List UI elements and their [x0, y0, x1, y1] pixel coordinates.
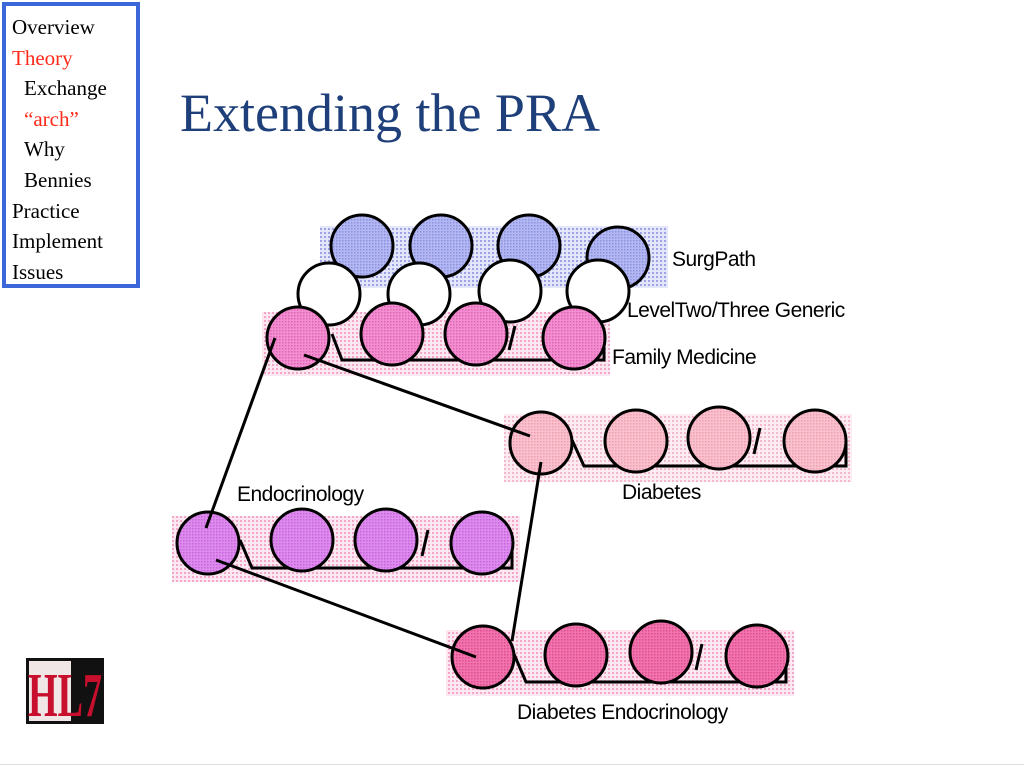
family-medicine-node [541, 305, 607, 371]
family-medicine-node [443, 301, 509, 367]
label-endocrinology: Endocrinology [237, 483, 365, 506]
label-diabetes-endocrinology: Diabetes Endocrinology [517, 701, 729, 724]
nav-item-exchange[interactable]: Exchange [24, 76, 107, 101]
bottom-divider [0, 764, 1024, 765]
nav-item-bennies[interactable]: Bennies [24, 167, 92, 192]
hl7-logo-text: HL7 [28, 662, 102, 724]
endocrinology-node [353, 507, 419, 573]
diabetes-endocrinology-tick [694, 643, 704, 671]
endocrinology-node [175, 510, 241, 576]
hl7-logo: HL7 [26, 658, 104, 724]
family-medicine-node [359, 301, 425, 367]
diabetes-node [508, 410, 574, 476]
diabetes-endocrinology-node [628, 619, 694, 685]
nav-item-issues[interactable]: Issues [12, 259, 64, 284]
diabetes-endocrinology-node [724, 623, 790, 689]
nav-item-arch[interactable]: “arch” [24, 106, 79, 131]
nav-item-theory[interactable]: Theory [12, 45, 73, 70]
label-diabetes: Diabetes [622, 481, 701, 504]
label-leveltwo: LevelTwo/Three Generic [627, 299, 845, 322]
diabetes-tick [752, 427, 762, 455]
diabetes-node [686, 405, 752, 471]
nav-item-why[interactable]: Why [24, 137, 65, 162]
nav-item-practice[interactable]: Practice [12, 198, 80, 223]
diabetes-endocrinology-node [450, 624, 516, 690]
family-medicine-layer [265, 301, 607, 371]
endocrinology-node [269, 507, 335, 573]
diabetes-node [603, 408, 669, 474]
family-medicine-node [265, 305, 331, 371]
nav-item-overview[interactable]: Overview [12, 15, 95, 39]
surgpath-node [329, 213, 395, 279]
diabetes-endocrinology-node [543, 622, 609, 688]
slide-title: Extending the PRA [180, 83, 600, 143]
diabetes-node [782, 408, 848, 474]
label-family-medicine: Family Medicine [612, 346, 756, 369]
nav-item-implement[interactable]: Implement [12, 229, 103, 254]
link-diabetes-to-diabetes-endocrinology [510, 461, 543, 642]
endocrinology-tick [420, 529, 430, 557]
diabetes-layer [508, 405, 848, 476]
leveltwo-node [477, 258, 543, 324]
outline-nav: Overview Theory Exchange “arch” Why Benn… [2, 2, 140, 288]
link-family-to-endocrinology [204, 337, 277, 529]
endocrinology-node [449, 510, 515, 576]
link-family-to-diabetes [303, 353, 531, 438]
endocrinology-layer [175, 507, 515, 576]
family-medicine-tick [507, 325, 517, 351]
link-endocrinology-to-diabetes-endocrinology [215, 558, 477, 659]
diabetes-endocrinology-layer [450, 619, 790, 690]
label-surgpath: SurgPath [672, 248, 756, 271]
